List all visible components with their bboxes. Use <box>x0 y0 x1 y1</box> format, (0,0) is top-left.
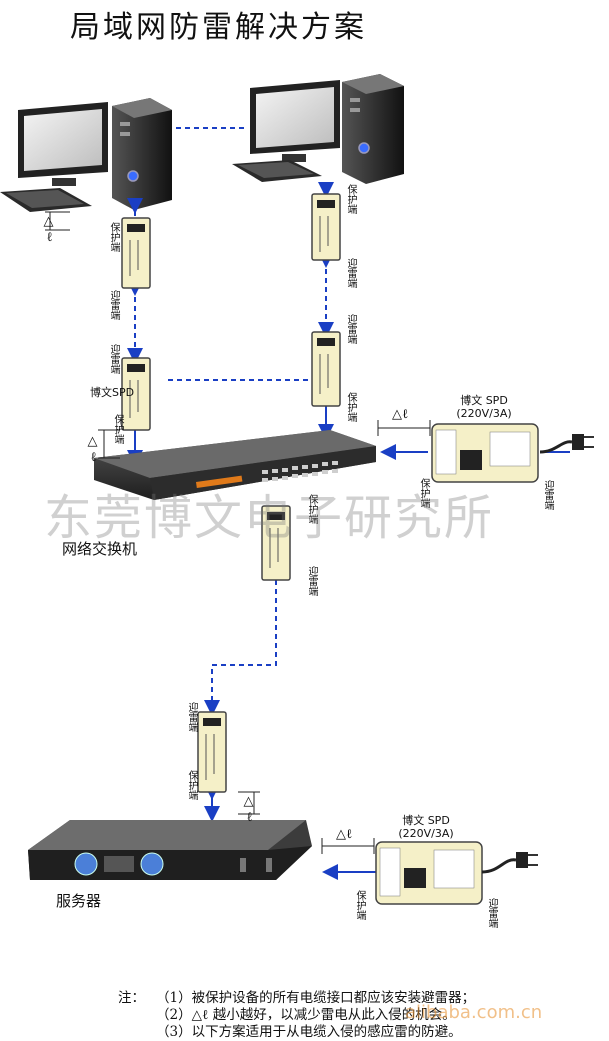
network-links <box>127 127 334 716</box>
note-item-2: （2）△ℓ 越小越好，以减少雷电从此入侵的机会。 <box>156 1007 456 1023</box>
lightning-end-label-4: 迎雷端 <box>345 314 356 344</box>
protect-end-label-4: 保护端 <box>345 392 356 422</box>
lightning-end-label-3: 迎雷端 <box>108 344 119 374</box>
protect-end-label-6: 保护端 <box>186 770 197 800</box>
delta-l-label-4: △ℓ <box>241 794 256 824</box>
spd-module-2 <box>311 193 341 261</box>
spd-module-3 <box>121 357 151 431</box>
protect-end-label-7: 保护端 <box>418 478 429 508</box>
protect-end-label-5: 保护端 <box>306 494 317 524</box>
power-spd-2-rating: (220V/3A) <box>398 827 454 840</box>
delta-l-label-1: △ℓ <box>41 214 56 244</box>
lightning-end-label-8: 迎雷端 <box>486 898 497 928</box>
delta-l-label-3: △ℓ <box>392 407 409 422</box>
lightning-end-label-6: 迎雷端 <box>186 702 197 732</box>
computer-left-icon <box>0 98 172 212</box>
page-title: 局域网防雷解决方案 <box>70 10 367 45</box>
power-spd-1-title: 博文 SPD (220V/3A) <box>444 394 524 420</box>
note-row-3: （3）以下方案适用于从电缆入侵的感应雷的防避。 <box>118 1024 475 1041</box>
delta-l-label-2: △ℓ <box>85 434 100 464</box>
lightning-end-label-2: 迎雷端 <box>345 258 356 288</box>
delta-l-label-5: △ℓ <box>336 827 353 842</box>
power-spd-1-name: 博文 SPD <box>460 394 508 407</box>
spd-module-6 <box>197 711 227 793</box>
notes-prefix: 注： <box>118 990 145 1006</box>
bowen-spd-label: 博文SPD <box>90 386 135 399</box>
spd-module-4 <box>311 331 341 407</box>
computer-right-icon <box>232 74 404 184</box>
note-row-1: 注： （1）被保护设备的所有电缆接口都应该安装避雷器； <box>118 990 475 1007</box>
switch-icon <box>94 430 376 500</box>
protect-end-label-8: 保护端 <box>354 890 365 920</box>
server-label: 服务器 <box>56 892 102 910</box>
power-spd-2-name: 博文 SPD <box>402 814 450 827</box>
note-row-2: （2）△ℓ 越小越好，以减少雷电从此入侵的机会。 <box>118 1007 475 1024</box>
lightning-end-label-1: 迎雷端 <box>108 290 119 320</box>
spd-module-1 <box>121 217 151 289</box>
protect-end-label-3: 保护端 <box>112 414 123 444</box>
note-item-1: （1）被保护设备的所有电缆接口都应该安装避雷器； <box>156 990 476 1006</box>
power-spd-1-rating: (220V/3A) <box>456 407 512 420</box>
switch-label: 网络交换机 <box>62 540 138 558</box>
note-item-3: （3）以下方案适用于从电缆入侵的感应雷的防避。 <box>156 1024 462 1040</box>
power-spd-2-icon <box>375 841 538 905</box>
power-spd-2-title: 博文 SPD (220V/3A) <box>386 814 466 840</box>
power-spd-1-icon <box>431 423 594 483</box>
delta-l-markers <box>45 211 431 854</box>
company-watermark: 东莞博文电子研究所 <box>44 490 495 546</box>
server-icon <box>28 820 312 880</box>
spd-module-5 <box>261 505 291 581</box>
protect-end-label-2: 保护端 <box>345 184 356 214</box>
lightning-end-label-7: 迎雷端 <box>542 480 553 510</box>
lightning-end-label-5: 迎雷端 <box>306 566 317 596</box>
alibaba-watermark: alibaba.com.cn <box>405 1002 543 1023</box>
protect-end-label-1: 保护端 <box>108 222 119 252</box>
